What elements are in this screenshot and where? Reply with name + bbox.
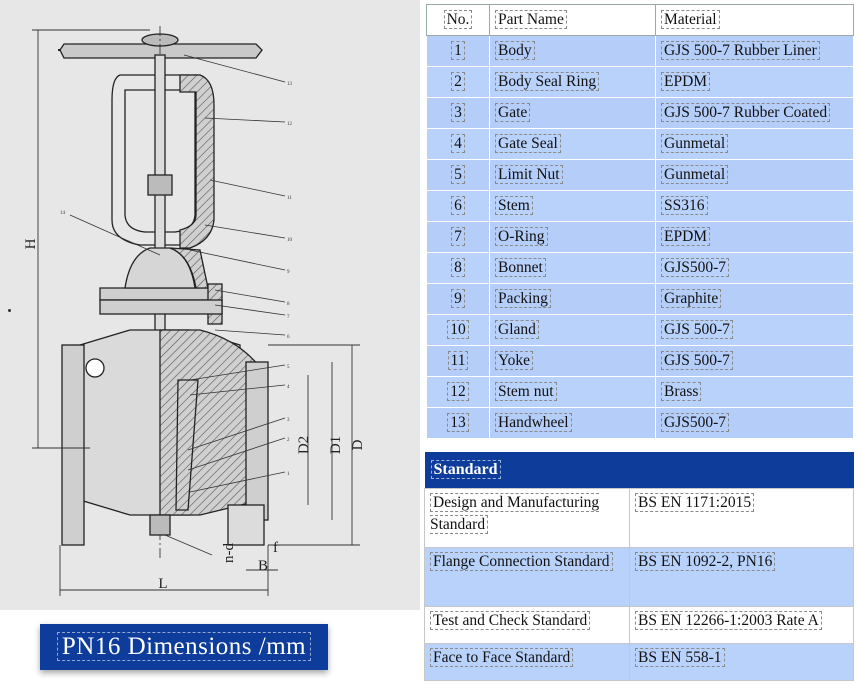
part-material: GJS 500-7 [661, 320, 733, 339]
part-name: Stem nut [495, 382, 557, 401]
table-row: 10 Gland GJS 500-7 [426, 314, 854, 346]
dim-d-label: D [350, 439, 366, 450]
table-row: 3 Gate GJS 500-7 Rubber Coated [426, 97, 854, 129]
part-material: EPDM [661, 72, 711, 91]
balloon-12: 12 [287, 122, 293, 127]
header-part-name: Part Name [489, 4, 656, 36]
part-name: Gland [495, 320, 539, 339]
balloon-7: 7 [287, 315, 290, 320]
standard-key: Face to Face Standard [430, 648, 574, 667]
standard-title: Standard [424, 452, 854, 489]
table-row: Flange Connection Standard BS EN 1092-2, … [424, 547, 854, 607]
balloon-14: 14 [60, 211, 66, 216]
dim-nd-label: n-d [221, 543, 237, 563]
part-material: Gunmetal [661, 134, 729, 153]
header-no: No. [426, 4, 490, 36]
part-no: 3 [451, 103, 465, 122]
standard-table: Standard Design and Manufacturing Standa… [424, 452, 854, 681]
part-name: O-Ring [495, 227, 548, 246]
parts-table-header: No. Part Name Material [426, 4, 854, 36]
part-name: Gate Seal [495, 134, 561, 153]
table-row: 2 Body Seal Ring EPDM [426, 66, 854, 98]
table-row: 12 Stem nut Brass [426, 376, 854, 408]
standard-value: BS EN 12266-1:2003 Rate A [635, 611, 822, 630]
part-no: 11 [447, 351, 469, 370]
part-name: Gate [495, 103, 531, 122]
balloon-8: 8 [287, 302, 290, 307]
part-no: 9 [451, 289, 465, 308]
balloon-1: 1 [287, 472, 290, 477]
header-material: Material [655, 4, 854, 36]
part-name: Packing [495, 289, 551, 308]
dim-d2-label: D2 [296, 436, 312, 454]
balloon-3: 3 [287, 418, 290, 423]
part-no: 6 [451, 196, 465, 215]
part-name: Body [495, 41, 535, 60]
dimensions-banner: PN16 Dimensions /mm [40, 624, 328, 670]
dim-l-label: L [158, 576, 167, 592]
part-name: Bonnet [495, 258, 546, 277]
part-name: Yoke [495, 351, 534, 370]
table-row: Design and Manufacturing Standard BS EN 1… [424, 488, 854, 548]
standard-key: Design and Manufacturing Standard [430, 493, 600, 534]
table-row: 8 Bonnet GJS500-7 [426, 252, 854, 284]
balloon-6: 6 [287, 335, 290, 340]
part-no: 12 [447, 382, 469, 401]
part-no: 8 [451, 258, 465, 277]
dim-f-label: f [273, 540, 278, 556]
part-material: SS316 [661, 196, 708, 215]
balloon-13: 13 [287, 82, 293, 87]
table-row: 4 Gate Seal Gunmetal [426, 128, 854, 160]
part-no: 13 [447, 413, 469, 432]
part-no: 2 [451, 72, 465, 91]
part-material: GJS500-7 [661, 258, 730, 277]
part-material: GJS 500-7 Rubber Coated [661, 103, 831, 122]
part-material: Gunmetal [661, 165, 729, 184]
part-no: 7 [451, 227, 465, 246]
part-name: Handwheel [495, 413, 572, 432]
balloon-9: 9 [287, 270, 290, 275]
table-row: 11 Yoke GJS 500-7 [426, 345, 854, 377]
table-row: Test and Check Standard BS EN 12266-1:200… [424, 606, 854, 644]
standard-value: BS EN 558-1 [635, 648, 725, 667]
part-name: Body Seal Ring [495, 72, 600, 91]
table-row: 13 Handwheel GJS500-7 [426, 407, 854, 439]
valve-cross-section-drawing: 13 12 11 10 9 8 7 6 5 4 3 2 1 14 H L D D… [0, 0, 420, 610]
part-name: Limit Nut [495, 165, 563, 184]
stray-dot [8, 309, 11, 312]
dim-b-label: B [258, 558, 268, 574]
part-material: GJS 500-7 [661, 351, 733, 370]
part-material: Graphite [661, 289, 722, 308]
balloon-2: 2 [287, 438, 290, 443]
table-row: 9 Packing Graphite [426, 283, 854, 315]
standard-key: Flange Connection Standard [430, 552, 613, 571]
part-no: 5 [451, 165, 465, 184]
balloon-4: 4 [287, 385, 290, 390]
dim-d1-label: D1 [328, 436, 344, 454]
part-material: EPDM [661, 227, 711, 246]
banner-text: PN16 Dimensions /mm [56, 632, 312, 661]
standard-key: Test and Check Standard [430, 611, 591, 630]
dim-h-label: H [23, 238, 39, 249]
standard-value: BS EN 1171:2015 [635, 493, 755, 512]
part-no: 10 [447, 320, 469, 339]
table-row: 7 O-Ring EPDM [426, 221, 854, 253]
table-row: Face to Face Standard BS EN 558-1 [424, 643, 854, 681]
part-no: 1 [451, 41, 465, 60]
part-name: Stem [495, 196, 533, 215]
part-material: Brass [661, 382, 702, 401]
standard-value: BS EN 1092-2, PN16 [635, 552, 776, 571]
table-row: 1 Body GJS 500-7 Rubber Liner [426, 35, 854, 67]
balloon-5: 5 [287, 365, 290, 370]
part-material: GJS 500-7 Rubber Liner [661, 41, 820, 60]
balloon-11: 11 [287, 196, 292, 201]
table-row: 6 Stem SS316 [426, 190, 854, 222]
balloon-10: 10 [287, 238, 293, 243]
part-material: GJS500-7 [661, 413, 730, 432]
part-no: 4 [451, 134, 465, 153]
table-row: 5 Limit Nut Gunmetal [426, 159, 854, 191]
